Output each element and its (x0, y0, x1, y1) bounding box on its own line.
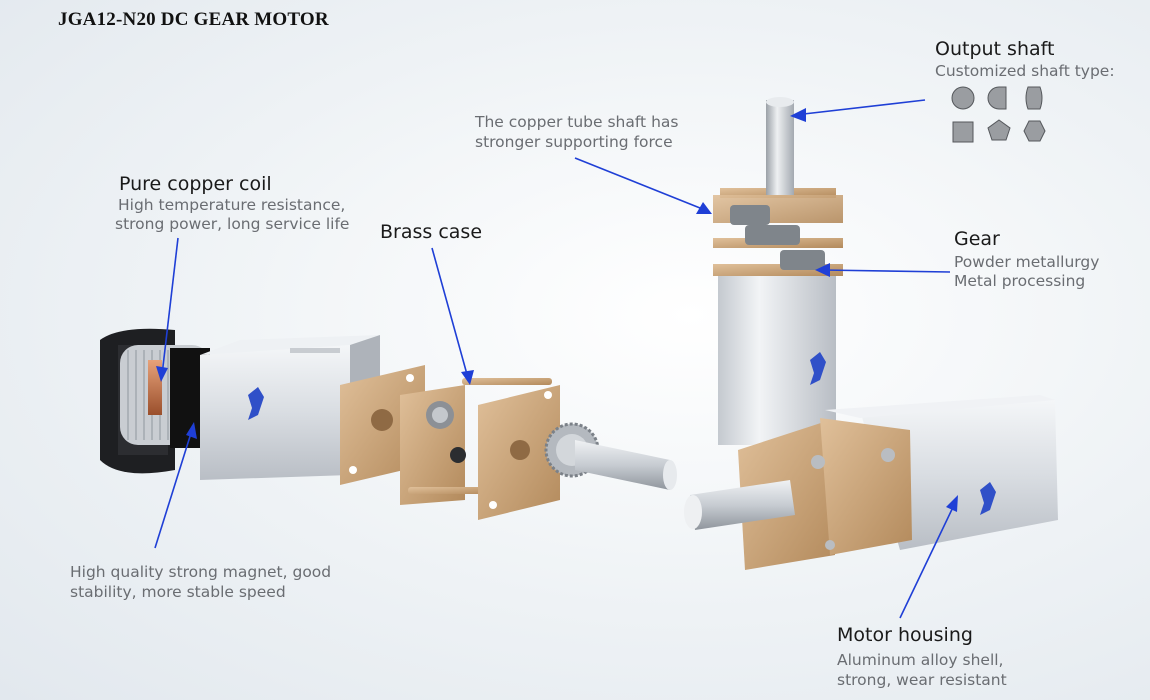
gear-heading: Gear (954, 228, 1000, 250)
left-output-shaft (544, 422, 677, 490)
gear-line-2: Metal processing (954, 272, 1086, 290)
magnet-line-2: stability, more stable speed (70, 583, 286, 601)
output-shaft-desc: Customized shaft type: (935, 62, 1115, 80)
page-title: JGA12-N20 DC GEAR MOTOR (58, 9, 329, 30)
square-shape-icon (952, 121, 974, 143)
pentagon-shape-icon (987, 119, 1011, 141)
output-shaft-heading: Output shaft (935, 38, 1055, 60)
coil-line-1: High temperature resistance, (118, 196, 346, 214)
copper-tube-line-2: stronger supporting force (475, 133, 673, 151)
vertical-motor (713, 97, 843, 445)
housing-line-1: Aluminum alloy shell, (837, 651, 1004, 669)
housing-heading: Motor housing (837, 624, 973, 646)
double-d-shape-icon (1025, 86, 1043, 110)
shaft-shape-icons (951, 86, 1046, 143)
circle-shape-icon (951, 86, 975, 110)
coil-heading: Pure copper coil (119, 173, 272, 195)
left-motor-housing (200, 335, 380, 480)
brass-case-frame (400, 378, 560, 520)
pointer-arrows (154, 99, 958, 619)
right-motor (684, 395, 1058, 570)
hexagon-shape-icon (1023, 120, 1046, 142)
copper-tube-line-1: The copper tube shaft has (475, 113, 679, 131)
gear-line-1: Powder metallurgy (954, 253, 1100, 271)
brass-case-heading: Brass case (380, 221, 483, 243)
coil-line-2: strong power, long service life (115, 215, 350, 233)
housing-line-2: strong, wear resistant (837, 671, 1007, 689)
copper-coil (120, 345, 210, 448)
magnet-line-1: High quality strong magnet, good (70, 563, 332, 581)
d-cut-shape-icon (987, 86, 1007, 110)
